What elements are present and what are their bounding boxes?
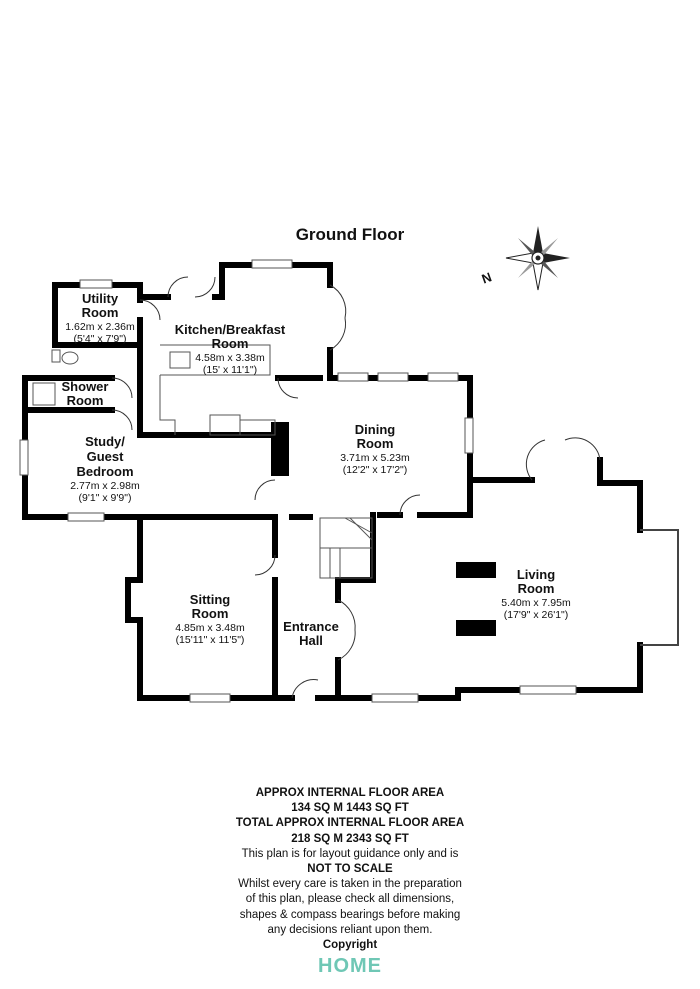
svg-text:Room: Room: [212, 336, 249, 351]
svg-text:(15'11" x 11'5"): (15'11" x 11'5"): [176, 634, 245, 646]
svg-text:Room: Room: [192, 606, 229, 621]
svg-text:Room: Room: [67, 393, 104, 408]
svg-text:4.85m x 3.48m: 4.85m x 3.48m: [175, 622, 245, 634]
svg-text:Shower: Shower: [62, 379, 109, 394]
svg-text:Kitchen/Breakfast: Kitchen/Breakfast: [175, 322, 286, 337]
svg-text:Room: Room: [357, 436, 394, 451]
room-shower: Shower Room: [62, 379, 109, 408]
room-entrance: Entrance Hall: [283, 619, 339, 648]
svg-text:(9'1" x 9'9"): (9'1" x 9'9"): [79, 492, 132, 504]
home-logo: HOME: [318, 955, 382, 977]
notes-line: any decisions reliant upon them.: [267, 923, 433, 936]
notes-line: 218 SQ M 2343 SQ FT: [291, 832, 409, 845]
staircase: [319, 517, 373, 579]
svg-text:1.62m x 2.36m: 1.62m x 2.36m: [65, 321, 135, 333]
notes-line: of this plan, please check all dimension…: [245, 893, 455, 906]
notes-line: This plan is for layout guidance only an…: [241, 847, 459, 860]
svg-text:2.77m x 2.98m: 2.77m x 2.98m: [70, 480, 140, 492]
copyright-label: Copyright: [322, 939, 378, 952]
svg-text:Utility: Utility: [82, 291, 119, 306]
room-utility: Utility Room 1.62m x 2.36m (5'4" x 7'9"): [65, 291, 135, 345]
room-kitchen: Kitchen/Breakfast Room 4.58m x 3.38m (15…: [175, 322, 286, 376]
svg-text:Room: Room: [518, 581, 555, 596]
svg-text:3.71m x 5.23m: 3.71m x 5.23m: [340, 452, 410, 464]
svg-text:(15' x 11'1"): (15' x 11'1"): [203, 364, 257, 376]
bathroom-fixtures: [32, 351, 79, 406]
svg-text:Sitting: Sitting: [190, 592, 230, 607]
svg-text:Bedroom: Bedroom: [76, 464, 133, 479]
svg-text:5.40m x 7.95m: 5.40m x 7.95m: [501, 597, 571, 609]
floor-title: Ground Floor: [295, 225, 405, 244]
compass-icon: N: [480, 226, 570, 291]
svg-text:Entrance: Entrance: [283, 619, 339, 634]
notes-line: APPROX INTERNAL FLOOR AREA: [255, 787, 445, 799]
svg-text:Dining: Dining: [355, 422, 395, 437]
living-room-furniture: [456, 562, 496, 636]
notes-line: 134 SQ M 1443 SQ FT: [291, 802, 409, 815]
room-dining: Dining Room 3.71m x 5.23m (12'2" x 17'2"…: [340, 422, 410, 476]
room-study: Study/ Guest Bedroom 2.77m x 2.98m (9'1"…: [70, 434, 140, 504]
room-sitting: Sitting Room 4.85m x 3.48m (15'11" x 11'…: [175, 592, 245, 646]
door-swings: [111, 276, 601, 699]
svg-text:(17'9" x 26'1"): (17'9" x 26'1"): [504, 609, 569, 621]
svg-text:Study/: Study/: [85, 434, 125, 449]
kitchen-units: [159, 344, 276, 436]
svg-text:4.58m x 3.38m: 4.58m x 3.38m: [195, 352, 265, 364]
svg-text:(5'4" x 7'9"): (5'4" x 7'9"): [74, 333, 127, 345]
notes-line: shapes & compass bearings before making: [239, 908, 461, 921]
svg-text:Room: Room: [82, 305, 119, 320]
windows: [19, 259, 679, 703]
notes-line: TOTAL APPROX INTERNAL FLOOR AREA: [235, 817, 465, 830]
notes-line: Whilst every care is taken in the prepar…: [238, 878, 462, 891]
svg-text:Living: Living: [517, 567, 555, 582]
svg-text:Guest: Guest: [87, 449, 125, 464]
floor-area-notes: APPROX INTERNAL FLOOR AREA 134 SQ M 1443…: [0, 786, 700, 953]
room-living: Living Room 5.40m x 7.95m (17'9" x 26'1"…: [501, 567, 571, 621]
notes-line: NOT TO SCALE: [307, 863, 393, 876]
svg-text:Hall: Hall: [299, 633, 323, 648]
svg-text:(12'2" x 17'2"): (12'2" x 17'2"): [343, 464, 408, 476]
